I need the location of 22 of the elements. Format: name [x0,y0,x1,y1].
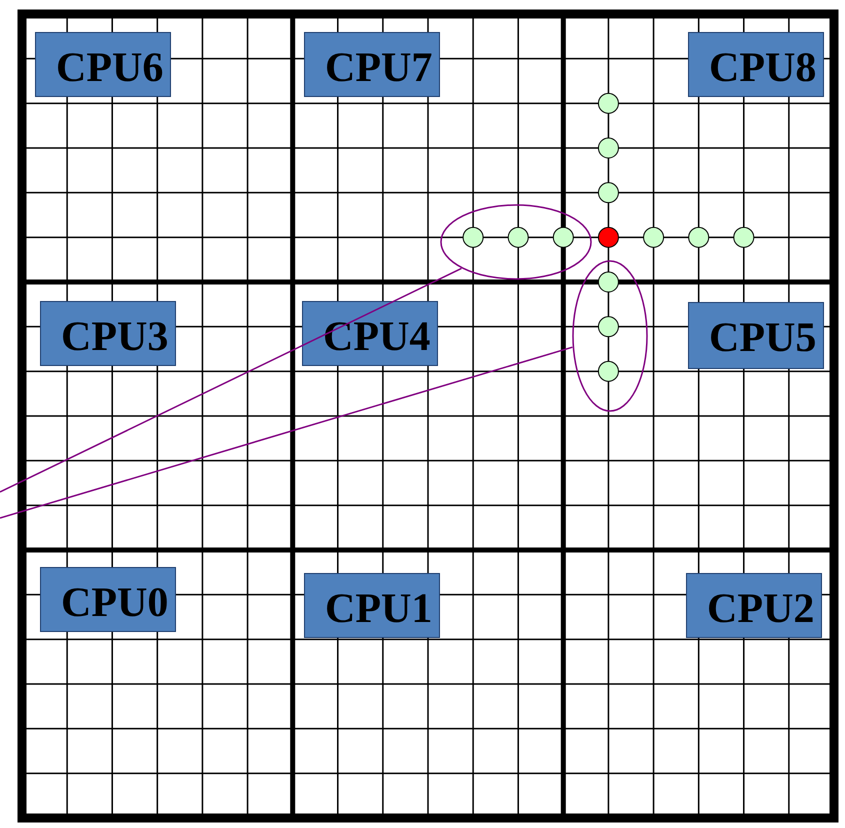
processor-box [302,301,438,366]
processor-label: CPU5 [709,315,816,361]
processor-box [688,302,824,369]
processor-label: CPU7 [325,45,432,91]
processor-label: CPU4 [323,314,430,360]
processor-box [40,567,176,632]
processor-label: CPU3 [61,314,168,360]
processor-box [40,301,176,366]
highlight-ellipse [572,260,648,412]
leader-line [0,268,462,493]
leader-line [0,346,573,519]
processor-box [35,32,171,97]
processor-label: CPU0 [61,580,168,626]
processor-box [304,32,440,97]
processor-box [686,573,822,638]
processor-label: CPU2 [707,586,814,632]
processor-box [688,32,824,97]
processor-label: CPU8 [709,45,816,91]
highlight-ellipse [440,204,592,280]
processor-box [304,573,440,638]
processor-label: CPU6 [56,45,164,91]
processor-label: CPU1 [325,586,432,632]
